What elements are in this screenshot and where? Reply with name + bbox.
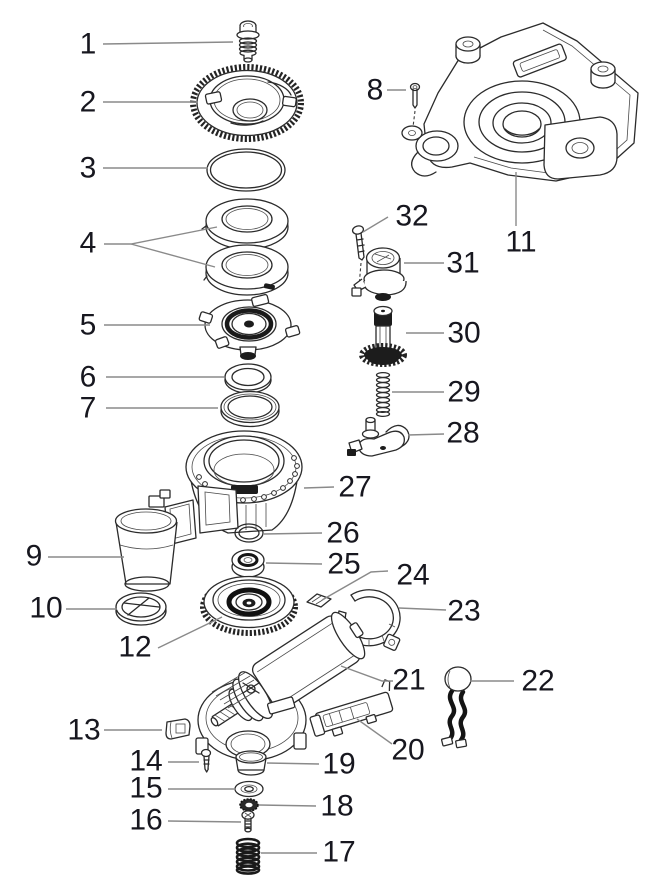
part-31-cam-bushing-graphic (351, 247, 407, 301)
part-25-bearing-graphic (231, 549, 265, 578)
leader-line-18 (258, 804, 317, 807)
part-label-7-seal-ring: 7 (80, 392, 97, 425)
part-2-ring-gear-graphic (190, 64, 304, 142)
leader-line-32 (362, 216, 389, 233)
leader-line-4 (104, 226, 218, 245)
part-32-screw-graphic (351, 225, 365, 288)
part-label-11-cover-plate: 11 (505, 226, 536, 259)
part-label-29-spring-small: 29 (447, 376, 480, 409)
part-22-capacitor-graphic (440, 666, 472, 749)
part-label-17-compression-spring: 17 (322, 836, 355, 869)
part-26-o-ring-graphic (234, 523, 264, 543)
part-label-10-seal-cap: 10 (29, 592, 62, 625)
part-15-washer-graphic (234, 780, 264, 798)
leader-line-20 (356, 718, 393, 745)
part-label-18-lock-washer: 18 (320, 790, 353, 823)
part-12-drive-gear-graphic (200, 575, 298, 636)
leader-line-19 (266, 762, 320, 765)
leader-line-1 (102, 41, 234, 45)
part-18-lock-washer-graphic (239, 798, 259, 812)
part-label-31-cam-bushing: 31 (446, 247, 479, 280)
part-9-cup-graphic (114, 489, 197, 592)
part-label-8-screw: 8 (367, 74, 384, 107)
part-label-25-bearing-bushing: 25 (327, 548, 360, 581)
part-29-spring-graphic (375, 371, 391, 418)
leader-line-23 (398, 607, 447, 611)
leader-line-16 (167, 820, 242, 823)
part-label-30-pinion-shaft: 30 (447, 317, 480, 350)
part-label-21-motor-assembly: 21 (392, 664, 425, 697)
part-4-seal-rings-graphic (201, 198, 289, 296)
leader-line-4b (130, 243, 216, 268)
part-label-19-bushing-cup: 19 (322, 748, 355, 781)
part-24-clip-graphic (306, 593, 332, 608)
leader-line-12 (157, 616, 223, 649)
part-14-screw-graphic (200, 748, 212, 773)
part-label-2-ring-gear: 2 (80, 86, 97, 119)
part-label-20-brush-holder-bracket: 20 (391, 734, 424, 767)
part-label-3-o-ring-large: 3 (80, 152, 97, 185)
part-21-motor-graphic (195, 611, 366, 768)
leader-line-21 (340, 665, 393, 682)
part-label-26-o-ring-small: 26 (326, 517, 359, 550)
part-label-27-gear-housing: 27 (338, 471, 371, 504)
part-label-23-clamp-ring: 23 (447, 595, 480, 628)
part-8-screw-graphic (409, 82, 421, 128)
part-16-screw-graphic (241, 810, 255, 833)
part-1-bolt-graphic (236, 20, 260, 63)
part-label-14-screw-small: 14 (129, 745, 162, 778)
part-label-22-capacitor-with-wires: 22 (521, 665, 554, 698)
part-28-lever-bracket-graphic (347, 416, 410, 457)
part-7-seal-ring-graphic (220, 390, 280, 428)
part-3-o-ring-graphic (206, 148, 286, 192)
part-label-15-flat-washer: 15 (129, 772, 162, 805)
part-label-13-brush-cap: 13 (67, 714, 100, 747)
part-6-seal-ring-graphic (224, 363, 272, 394)
part-label-4-seal-ring-pair: 4 (80, 227, 97, 260)
part-11-cover-plate-graphic (401, 22, 639, 182)
part-27-gear-housing-graphic (185, 430, 303, 534)
part-label-24-clip: 24 (396, 559, 429, 592)
part-label-6-seal-ring-small: 6 (80, 361, 97, 394)
leader-line-26 (263, 532, 323, 535)
part-10-seal-cap-graphic (115, 592, 167, 626)
part-label-12-drive-gear: 12 (118, 631, 151, 664)
part-label-9-cup-housing: 9 (26, 540, 43, 573)
part-30-pinion-shaft-graphic (359, 305, 407, 367)
part-label-32-screw-long: 32 (395, 200, 428, 233)
part-label-1-bolt: 1 (80, 28, 97, 61)
part-20-bracket-graphic (309, 679, 394, 737)
leader-line-27 (303, 486, 335, 489)
part-13-cap-graphic (165, 718, 191, 740)
part-5-bearing-retainer-graphic (198, 293, 301, 360)
part-17-spring-graphic (235, 837, 261, 875)
leader-line-25 (265, 562, 323, 565)
leader-line-24 (321, 570, 389, 601)
part-label-5-bearing-retainer: 5 (80, 309, 97, 342)
leader-line-28 (407, 433, 445, 436)
part-label-16-machine-screw: 16 (129, 804, 162, 837)
part-label-28-lever-bracket: 28 (446, 417, 479, 450)
part-19-bushing-cup-graphic (235, 750, 267, 776)
